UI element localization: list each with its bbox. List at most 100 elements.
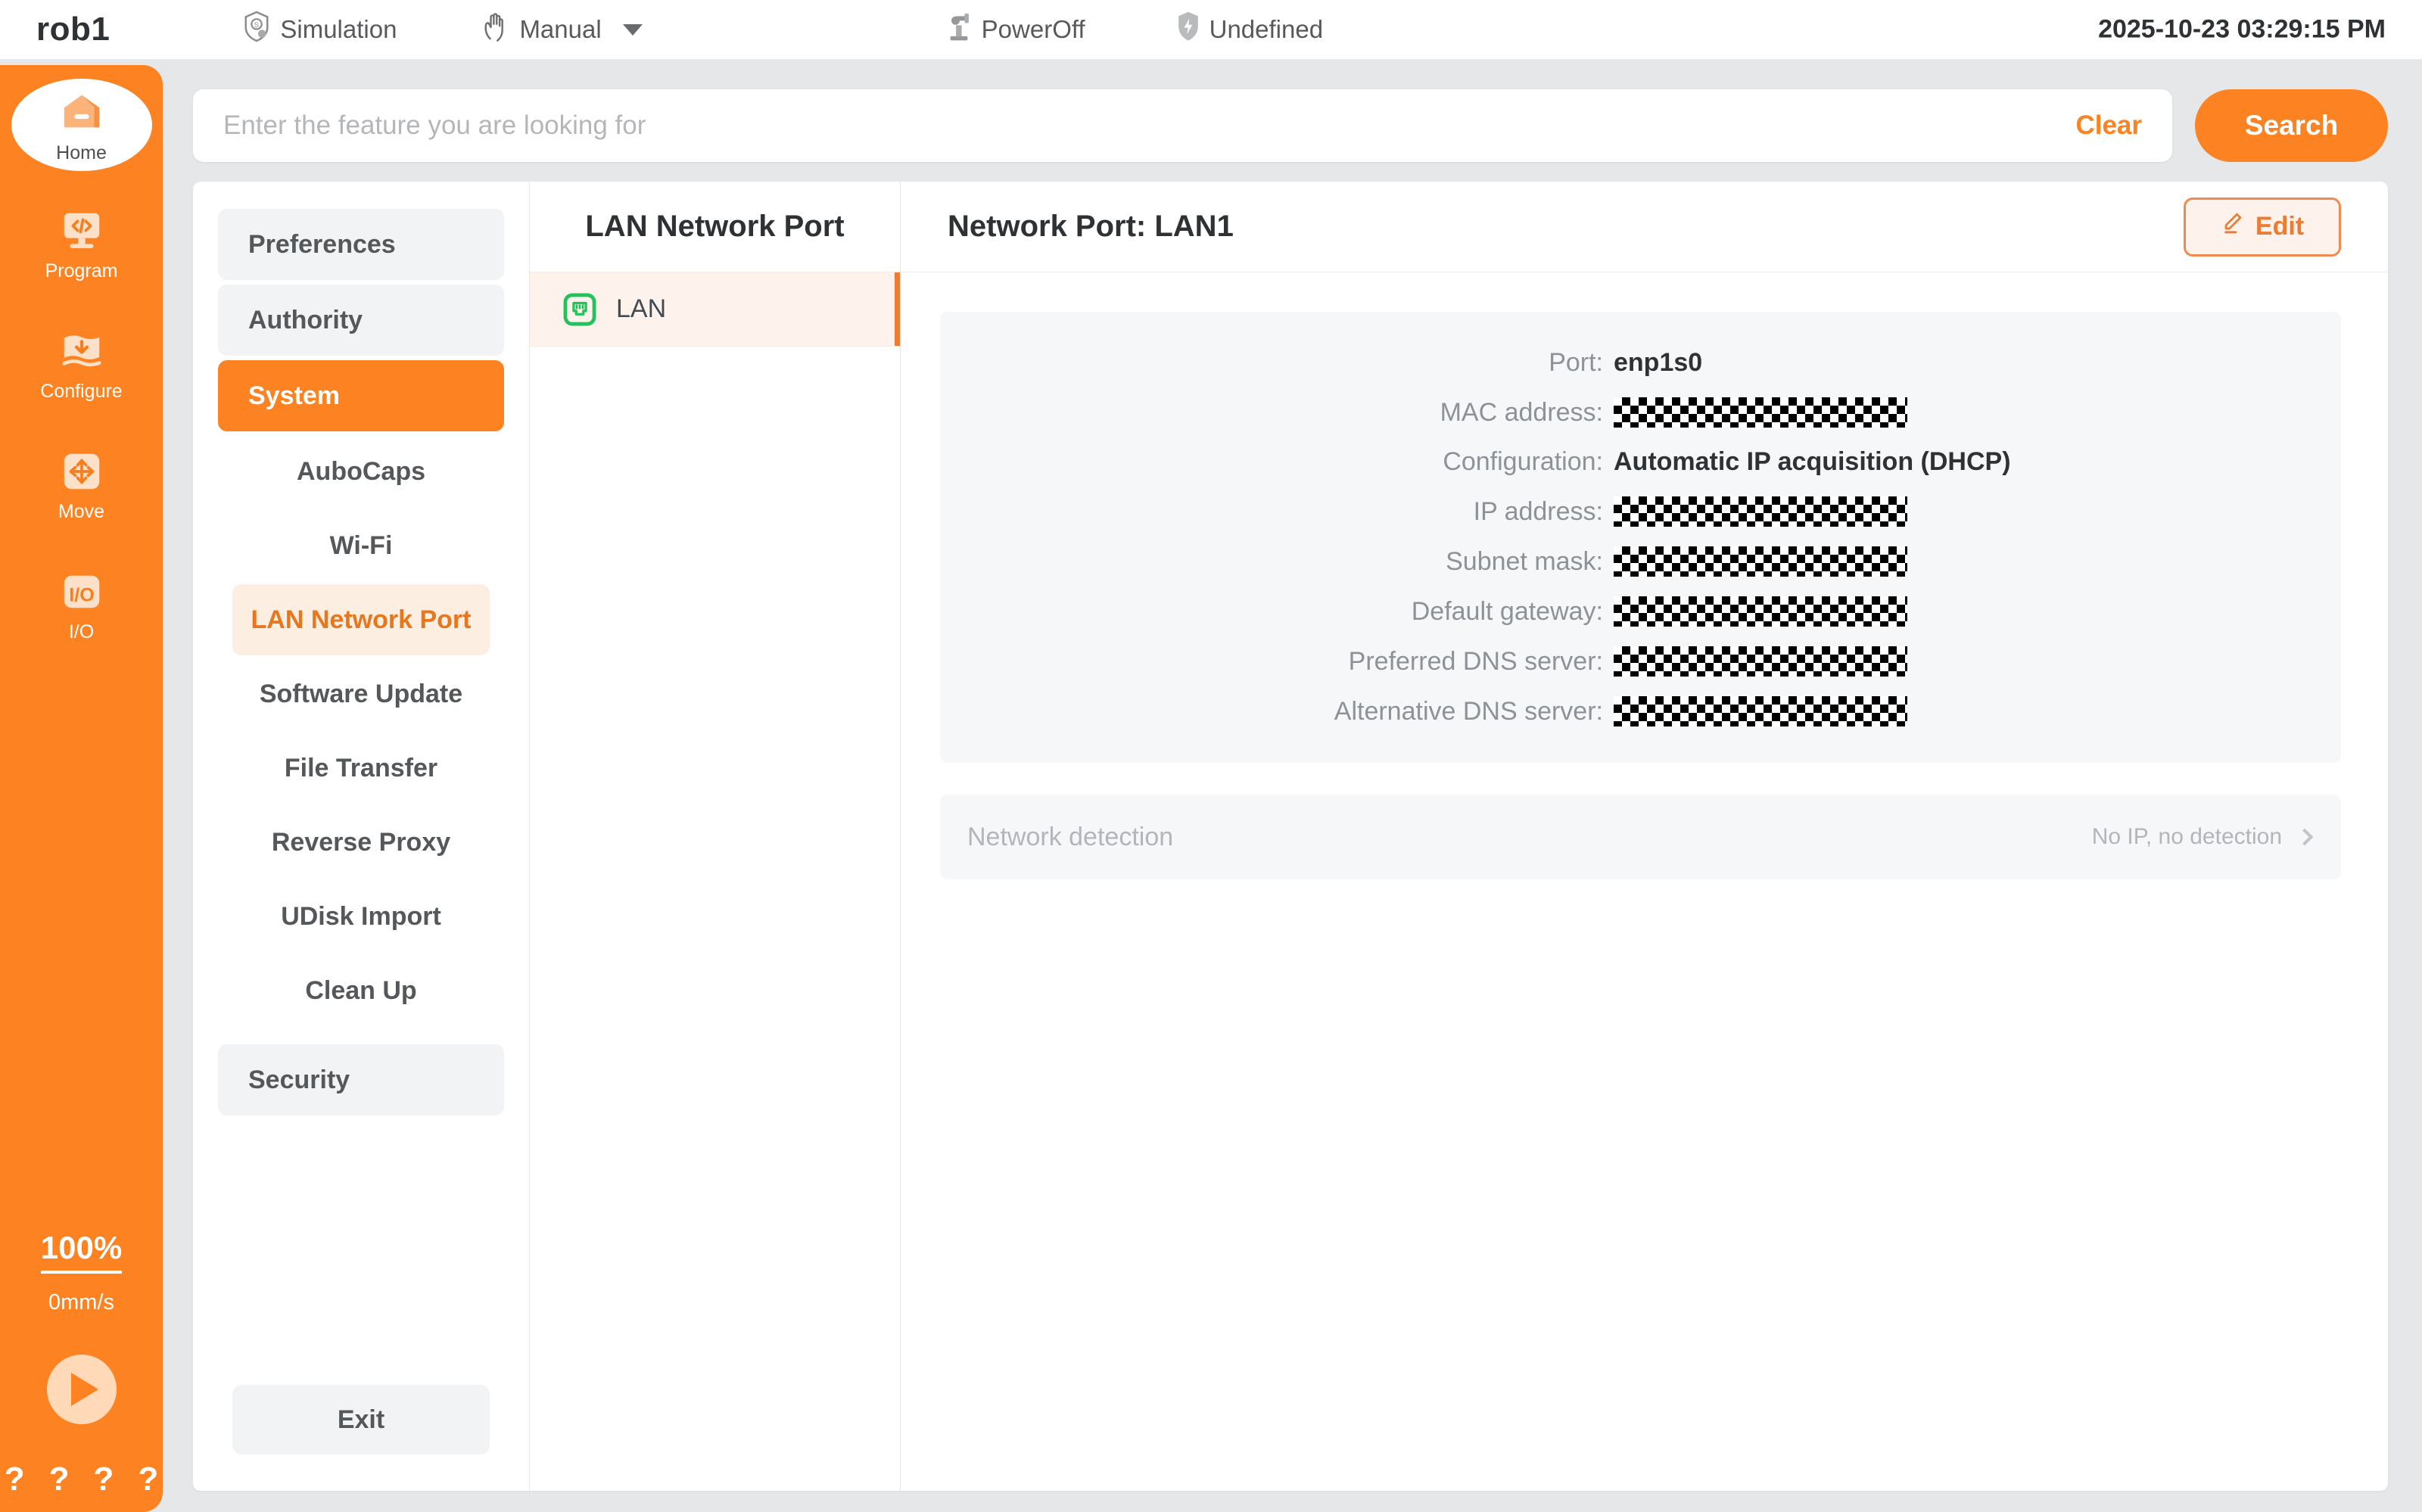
rail-item-program[interactable]: Program xyxy=(6,195,157,291)
help-icon-3[interactable]: ? xyxy=(93,1461,114,1498)
detail-column: Network Port: LAN1 Edit Port: enp1s0 MAC… xyxy=(901,182,2388,1491)
info-label-configuration: Configuration: xyxy=(1443,447,1603,476)
speed-value: 0mm/s xyxy=(48,1290,114,1314)
help-icon-1[interactable]: ? xyxy=(4,1461,25,1498)
info-row-port: Port: enp1s0 xyxy=(940,348,2341,378)
rail-label-move: Move xyxy=(58,501,105,522)
rail-label-configure: Configure xyxy=(40,381,123,402)
menu-label-wifi: Wi-Fi xyxy=(329,530,393,560)
page-title: Network Port: LAN1 xyxy=(948,210,1234,243)
rail-item-io[interactable]: I/O I/O xyxy=(6,556,157,652)
info-row-default-gateway: Default gateway: xyxy=(940,596,2341,627)
menu-item-software-update[interactable]: Software Update xyxy=(232,658,490,730)
chevron-down-icon[interactable] xyxy=(622,23,643,36)
info-label-preferred-dns-server: Preferred DNS server: xyxy=(1348,646,1603,676)
top-bar: rob1 S Simulation Manual PowerOff xyxy=(0,0,2422,59)
exit-button[interactable]: Exit xyxy=(232,1385,490,1454)
info-value-configuration: Automatic IP acquisition (DHCP) xyxy=(1614,447,2011,476)
menu-label-software-update: Software Update xyxy=(259,679,463,708)
menu-item-aubocaps[interactable]: AuboCaps xyxy=(232,436,490,507)
ethernet-port-icon xyxy=(563,293,596,326)
rail-item-home[interactable]: Home xyxy=(11,79,152,171)
search-input[interactable] xyxy=(223,110,2053,141)
mode-selector[interactable]: Manual xyxy=(480,11,643,48)
search-bar: Clear Search xyxy=(193,89,2388,162)
help-icon-4[interactable]: ? xyxy=(138,1461,159,1498)
pencil-icon xyxy=(2221,211,2245,242)
menu-label-preferences: Preferences xyxy=(248,229,396,259)
info-label-default-gateway: Default gateway: xyxy=(1411,596,1603,626)
rail-label-program: Program xyxy=(45,260,118,282)
download-wave-icon xyxy=(55,325,108,378)
list-item-lan[interactable]: LAN xyxy=(530,272,900,347)
hand-manual-icon xyxy=(480,11,510,48)
menu-item-udisk-import[interactable]: UDisk Import xyxy=(232,881,490,952)
port-list-header: LAN Network Port xyxy=(530,182,900,272)
info-value-preferred-dns-server-redacted xyxy=(1614,646,1907,677)
search-button[interactable]: Search xyxy=(2195,89,2388,162)
list-item-label-lan: LAN xyxy=(616,294,667,323)
menu-item-reverse-proxy[interactable]: Reverse Proxy xyxy=(232,807,490,878)
menu-item-clean-up[interactable]: Clean Up xyxy=(232,955,490,1026)
simulation-status[interactable]: S Simulation xyxy=(242,11,397,48)
info-label-mac-address: MAC address: xyxy=(1440,397,1603,427)
home-icon xyxy=(55,86,108,139)
speed-percent[interactable]: 100% xyxy=(40,1230,123,1274)
chevron-right-icon xyxy=(2296,828,2314,846)
clear-button[interactable]: Clear xyxy=(2075,110,2142,140)
info-value-alternative-dns-server-redacted xyxy=(1614,696,1907,726)
safety-label: Undefined xyxy=(1209,15,1324,43)
menu-label-system: System xyxy=(248,381,340,410)
power-status[interactable]: PowerOff xyxy=(945,11,1085,48)
info-row-ip-address: IP address: xyxy=(940,496,2341,527)
menu-item-preferences[interactable]: Preferences xyxy=(218,209,504,280)
rail-item-configure[interactable]: Configure xyxy=(6,316,157,412)
svg-text:S: S xyxy=(254,21,259,30)
settings-menu-column: Preferences Authority System AuboCaps Wi… xyxy=(193,182,530,1491)
menu-item-authority[interactable]: Authority xyxy=(218,285,504,356)
info-label-subnet-mask: Subnet mask: xyxy=(1446,546,1603,576)
edit-button-label: Edit xyxy=(2255,212,2305,241)
menu-label-authority: Authority xyxy=(248,305,363,334)
info-row-preferred-dns-server: Preferred DNS server: xyxy=(940,646,2341,677)
search-field[interactable]: Clear xyxy=(193,89,2172,162)
svg-text:I/O: I/O xyxy=(69,585,95,606)
help-icon-row: ? ? ? ? xyxy=(0,1461,163,1498)
simulation-shield-icon: S xyxy=(242,11,271,48)
edit-button[interactable]: Edit xyxy=(2184,197,2341,257)
menu-item-lan-network-port[interactable]: LAN Network Port xyxy=(232,584,490,655)
menu-label-clean-up: Clean Up xyxy=(305,975,417,1005)
info-value-subnet-mask-redacted xyxy=(1614,546,1907,577)
simulation-label: Simulation xyxy=(280,15,397,43)
info-row-mac-address: MAC address: xyxy=(940,397,2341,428)
help-icon-2[interactable]: ? xyxy=(48,1461,70,1498)
safety-status[interactable]: Undefined xyxy=(1176,11,1323,48)
detail-body: Port: enp1s0 MAC address: Configuration:… xyxy=(901,272,2388,879)
left-navigation-rail: Home Program Configure Move I/O I/O 100%… xyxy=(0,65,163,1512)
menu-item-security[interactable]: Security xyxy=(218,1044,504,1115)
network-detection-status: No IP, no detection xyxy=(2091,824,2282,849)
info-row-configuration: Configuration: Automatic IP acquisition … xyxy=(940,447,2341,477)
robot-arm-icon xyxy=(945,11,973,48)
mode-label: Manual xyxy=(519,15,602,43)
app-title: rob1 xyxy=(36,11,111,48)
menu-item-system[interactable]: System xyxy=(218,360,504,431)
rail-label-home: Home xyxy=(56,142,107,163)
menu-label-reverse-proxy: Reverse Proxy xyxy=(271,827,451,857)
move-arrows-icon xyxy=(55,445,108,498)
content-card: Preferences Authority System AuboCaps Wi… xyxy=(193,182,2388,1491)
play-button[interactable] xyxy=(46,1355,117,1424)
menu-item-file-transfer[interactable]: File Transfer xyxy=(232,733,490,804)
io-icon: I/O xyxy=(55,565,108,618)
network-detection-row[interactable]: Network detection No IP, no detection xyxy=(940,795,2341,879)
info-value-port: enp1s0 xyxy=(1614,348,1703,377)
detail-header: Network Port: LAN1 Edit xyxy=(901,182,2388,272)
rail-item-move[interactable]: Move xyxy=(6,436,157,532)
info-value-default-gateway-redacted xyxy=(1614,596,1907,627)
shield-icon xyxy=(1176,11,1200,48)
code-screen-icon xyxy=(55,204,108,257)
play-icon xyxy=(71,1373,98,1406)
menu-label-lan-network-port: LAN Network Port xyxy=(251,605,472,634)
menu-label-file-transfer: File Transfer xyxy=(284,753,438,782)
menu-item-wifi[interactable]: Wi-Fi xyxy=(232,510,490,581)
